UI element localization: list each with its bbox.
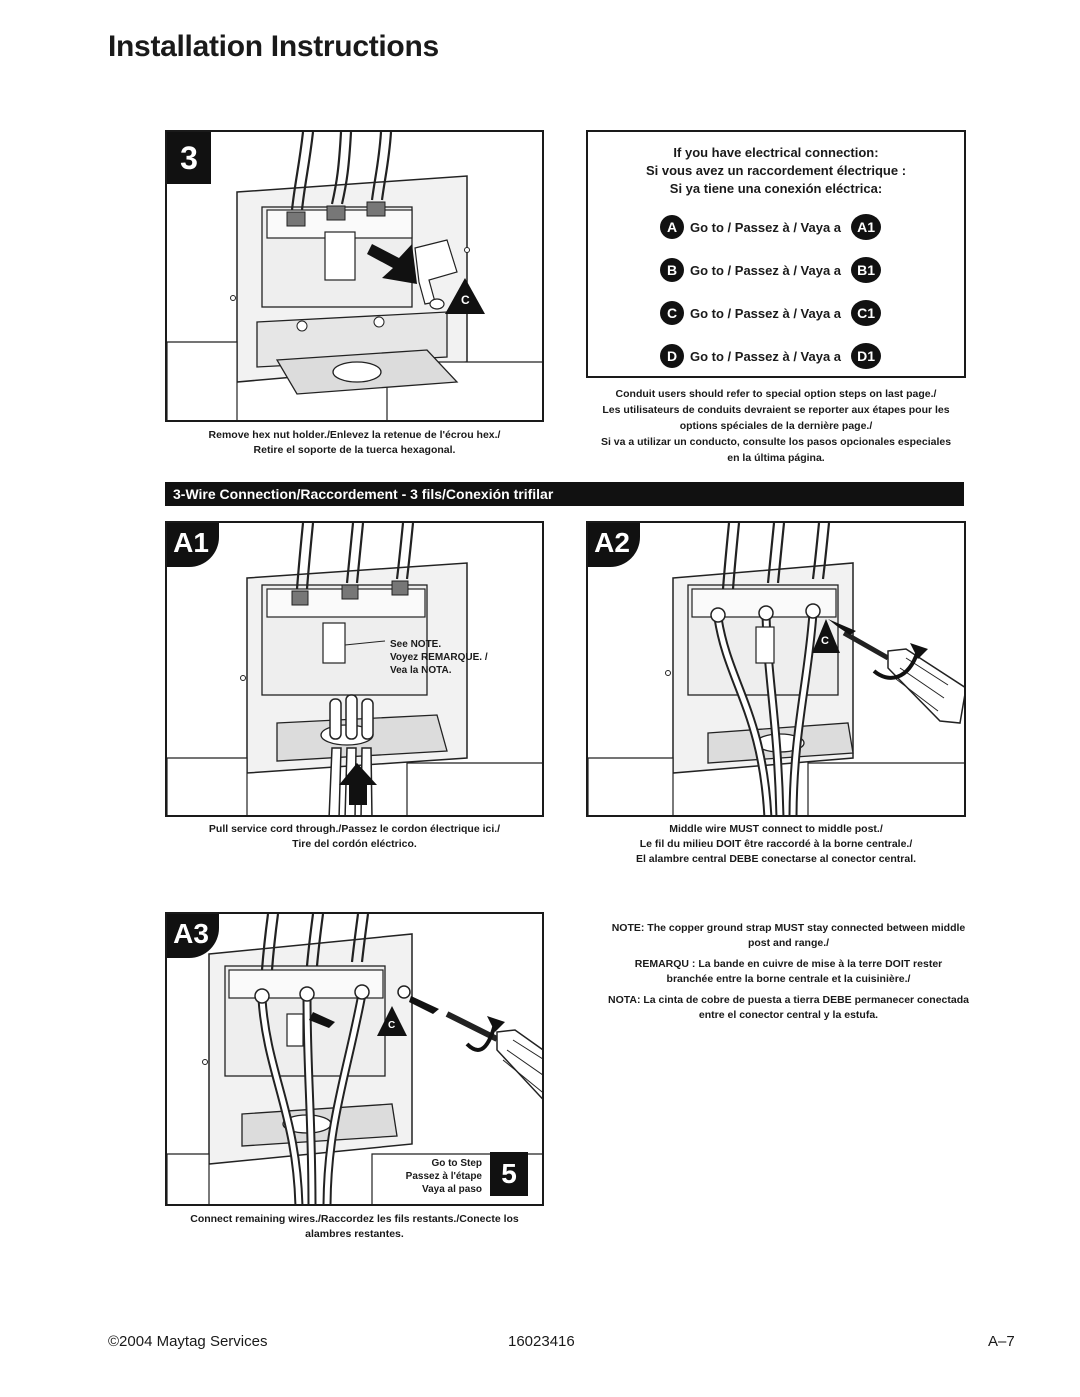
goto-option-c[interactable]: C Go to / Passez à / Vaya a C1	[660, 300, 882, 326]
target-c1-icon: C1	[851, 300, 882, 326]
conduit-note: Conduit users should refer to special op…	[600, 388, 952, 464]
letter-d-icon: D	[660, 344, 684, 368]
page-title: Installation Instructions	[108, 30, 439, 63]
step-a2-caption: Middle wire MUST connect to middle post.…	[635, 823, 917, 865]
letter-a-icon: A	[660, 215, 684, 239]
step-a2-panel: A2 C	[586, 521, 966, 817]
step-3-badge: 3	[167, 132, 211, 184]
step-3-panel: 3 C	[165, 130, 544, 422]
connection-header-es: Si ya tiene una conexión eléctrica:	[669, 181, 883, 196]
c-label: C	[461, 293, 470, 307]
step-3-caption: Remove hex nut holder./Enlevez la retenu…	[208, 429, 501, 456]
target-b1-icon: B1	[851, 257, 882, 283]
target-a1-icon: A1	[851, 214, 882, 240]
goto-step-5[interactable]: Go to Step Passez à l'étape Vaya al paso…	[406, 1152, 528, 1196]
target-d1-icon: D1	[851, 343, 882, 369]
step-a3-panel: A3 C Go to Step Passez à l'étape Vaya al…	[165, 912, 544, 1206]
a1-illustration	[167, 523, 542, 815]
a3-c-label: C	[388, 1020, 396, 1031]
a2-illustration	[588, 523, 964, 815]
goto-option-a[interactable]: A Go to / Passez à / Vaya a A1	[660, 214, 882, 240]
step-5-badge: 5	[490, 1152, 528, 1196]
footer-page-number: A–7	[988, 1333, 1015, 1350]
letter-b-icon: B	[660, 258, 684, 282]
step-a1-caption: Pull service cord through./Passez le cor…	[208, 823, 501, 850]
connection-header-en: If you have electrical connection:	[673, 145, 879, 160]
section-banner: 3-Wire Connection/Raccordement - 3 fils/…	[165, 482, 964, 506]
footer-doc-number: 16023416	[508, 1333, 575, 1350]
step-a3-caption: Connect remaining wires./Raccordez les f…	[190, 1213, 519, 1240]
letter-c-icon: C	[660, 301, 684, 325]
a2-c-label: C	[821, 635, 829, 647]
goto-option-d[interactable]: D Go to / Passez à / Vaya a D1	[660, 343, 882, 369]
step-a1-panel: A1 See NOTE. Voyez REMARQUE. / Vea la NO…	[165, 521, 544, 817]
goto-option-b[interactable]: B Go to / Passez à / Vaya a B1	[660, 257, 882, 283]
terminal-block-illustration	[167, 132, 542, 420]
connection-header-fr: Si vous avez un raccordement électrique …	[645, 163, 907, 178]
see-note-label: See NOTE. Voyez REMARQUE. / Vea la NOTA.	[390, 639, 488, 676]
ground-strap-note: NOTE: The copper ground strap MUST stay …	[607, 922, 969, 1021]
footer-copyright: ©2004 Maytag Services	[108, 1333, 268, 1350]
connection-options-box: If you have electrical connection: Si vo…	[586, 130, 966, 378]
